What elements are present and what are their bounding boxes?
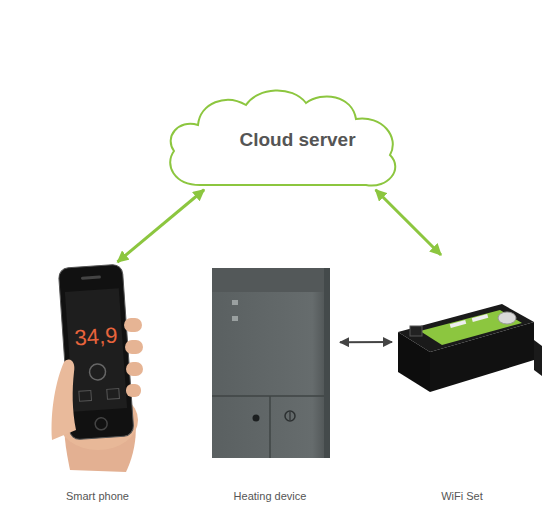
wifi-led: [472, 314, 488, 322]
device-node: Smart phone: [35, 262, 160, 505]
boiler-body: [212, 268, 330, 458]
display-reading: 34,9: [69, 321, 123, 353]
wifi-box-green-panel: [420, 310, 522, 345]
heating-device-illustration: [212, 268, 330, 458]
wifi-box-side: [398, 332, 430, 392]
connector-arrow: [340, 341, 392, 343]
hand-thumb: [52, 360, 76, 440]
wifi-mount: [534, 340, 542, 376]
connector-arrow: [376, 190, 441, 255]
boiler-knob: [253, 415, 260, 422]
hand-finger: [124, 318, 142, 332]
boiler-knob: [285, 411, 295, 421]
hand-finger: [125, 340, 143, 354]
hand-finger: [126, 384, 141, 397]
device-caption: WiFi Set: [392, 489, 532, 503]
phone-screen: [65, 288, 127, 411]
boiler-indicator: [232, 316, 238, 321]
boiler-side: [324, 268, 330, 458]
cloud-title: Cloud server: [160, 129, 405, 151]
boiler-knob-mark: [289, 412, 290, 420]
cloud-node: Cloud server: [160, 85, 405, 193]
phone-screen-icon: [107, 389, 120, 400]
boiler-indicator: [232, 300, 238, 305]
phone-speaker: [81, 275, 101, 279]
device-node: Heating device: [200, 262, 340, 505]
phone-screen-icon: [79, 390, 92, 401]
boiler-door-line: [212, 395, 330, 397]
connector-arrow: [118, 190, 205, 262]
device-node: WiFi Set: [392, 255, 532, 505]
wifi-ethernet-port: [410, 326, 422, 336]
boiler-door-line: [269, 396, 271, 458]
phone-illustration: [52, 264, 143, 472]
wifi-led: [450, 320, 466, 328]
phone-home-button: [95, 417, 108, 430]
hand-finger: [126, 362, 143, 376]
wifi-button: [498, 312, 516, 324]
wifi-set-illustration: [398, 304, 542, 392]
phone-screen-icon: [89, 363, 106, 380]
device-caption: Smart phone: [35, 489, 160, 503]
boiler-top-panel: [212, 268, 330, 292]
device-caption: Heating device: [200, 489, 340, 503]
